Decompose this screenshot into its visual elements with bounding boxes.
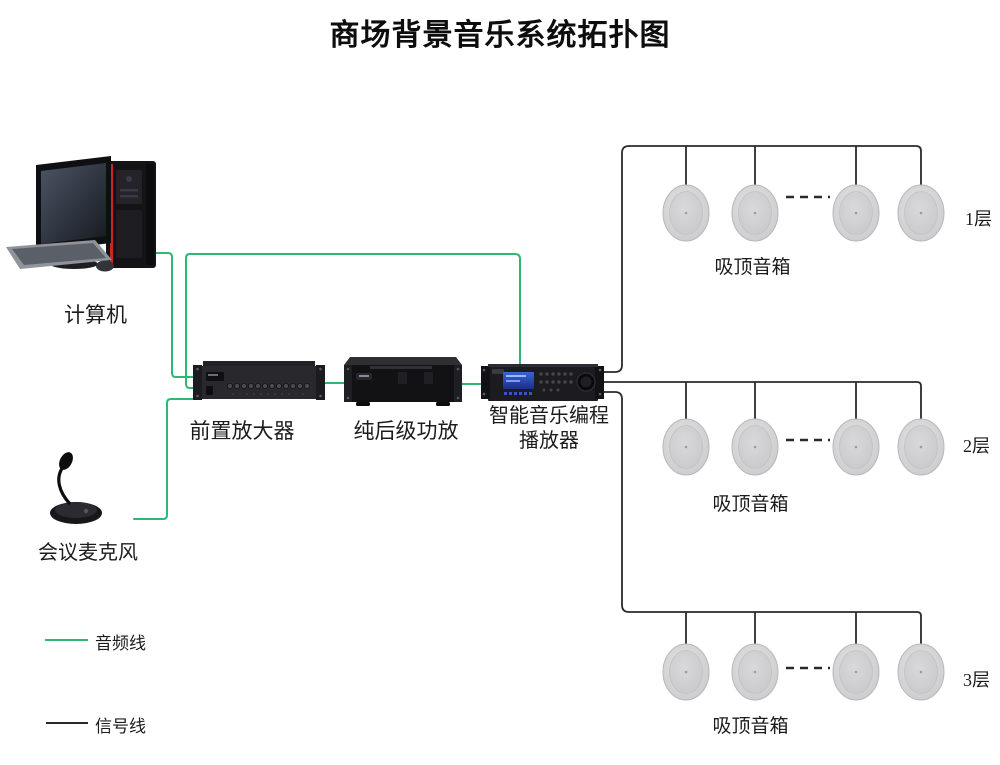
floor3-label: 3层 — [963, 670, 990, 690]
preamp-label: 前置放大器 — [189, 419, 295, 443]
signal-wires — [602, 145, 922, 670]
floor1-label: 1层 — [965, 209, 992, 229]
floor1-speakers — [662, 184, 945, 242]
ceiling-speaker — [832, 643, 880, 701]
legend-signal-label: 信号线 — [95, 717, 146, 736]
wire-player-to-floor2-bus — [602, 381, 922, 420]
player-label-line2: 播放器 — [519, 430, 579, 452]
wire-player-to-floor3-bus — [602, 391, 922, 645]
ceiling-speaker — [897, 184, 945, 242]
power-amp-label: 纯后级功放 — [353, 419, 459, 443]
ceiling-speaker — [897, 418, 945, 476]
computer-label: 计算机 — [64, 303, 127, 327]
audio-wires — [133, 252, 521, 520]
player-illustration — [481, 364, 604, 401]
legend-signal-line-swatch — [46, 722, 88, 724]
microphone-illustration — [50, 452, 102, 524]
ceiling-speaker — [731, 418, 779, 476]
ceiling-speaker — [832, 418, 880, 476]
ceiling-speaker — [662, 418, 710, 476]
floor2-label: 2层 — [963, 436, 990, 456]
floor1-speakers-label: 吸顶音箱 — [714, 257, 791, 278]
wire-player-to-preamp-return — [185, 253, 521, 389]
ceiling-speaker — [662, 184, 710, 242]
preamp-illustration — [193, 361, 325, 400]
ceiling-speaker — [731, 184, 779, 242]
microphone-label: 会议麦克风 — [38, 542, 138, 564]
ceiling-speaker — [662, 643, 710, 701]
floor3-speakers-label: 吸顶音箱 — [712, 716, 789, 737]
wire-computer-to-preamp — [149, 252, 197, 378]
floor2-speakers — [662, 418, 945, 476]
player-label-line1: 智能音乐编程 — [489, 405, 609, 427]
ceiling-speaker — [731, 643, 779, 701]
wire-mic-to-preamp — [133, 398, 197, 520]
ceiling-speaker — [832, 184, 880, 242]
legend-audio-line-swatch — [45, 639, 88, 641]
floor3-speakers — [662, 643, 945, 701]
player-label: 智能音乐编程 播放器 — [485, 404, 613, 454]
ceiling-speaker — [897, 643, 945, 701]
power-amp-illustration — [344, 357, 462, 406]
diagram-title: 商场背景音乐系统拓扑图 — [329, 19, 671, 52]
computer-illustration — [6, 156, 156, 272]
legend-audio-label: 音频线 — [95, 634, 146, 653]
wire-player-to-floor1-bus — [602, 145, 922, 373]
floor2-speakers-label: 吸顶音箱 — [712, 494, 789, 515]
